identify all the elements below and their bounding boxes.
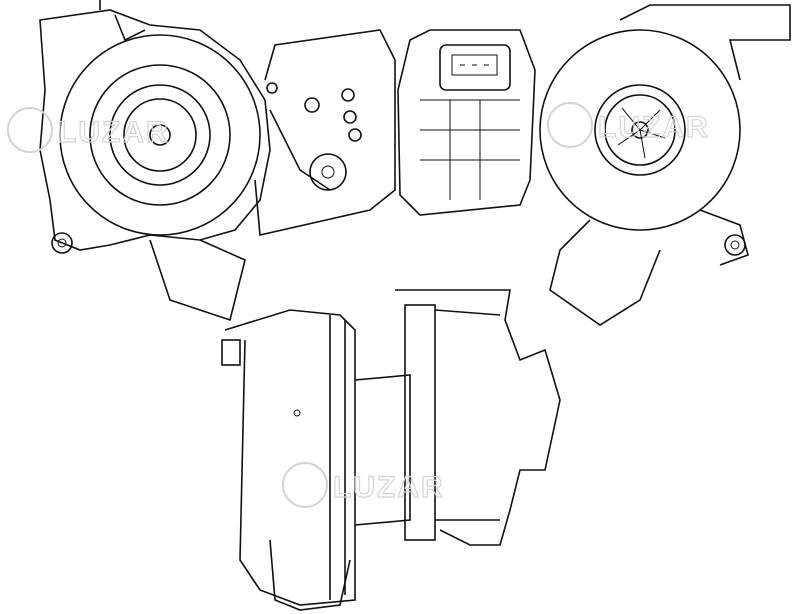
svg-text:LUZAR: LUZAR (58, 116, 170, 149)
svg-text:LUZAR: LUZAR (333, 471, 445, 504)
view-turbine-side (39, 0, 396, 322)
view-compressor-side (397, 4, 791, 326)
view-side-elevation (221, 289, 561, 611)
svg-text:LUZAR: LUZAR (598, 111, 710, 144)
luzar-watermark: LUZAR LUZAR LUZAR (7, 102, 710, 508)
